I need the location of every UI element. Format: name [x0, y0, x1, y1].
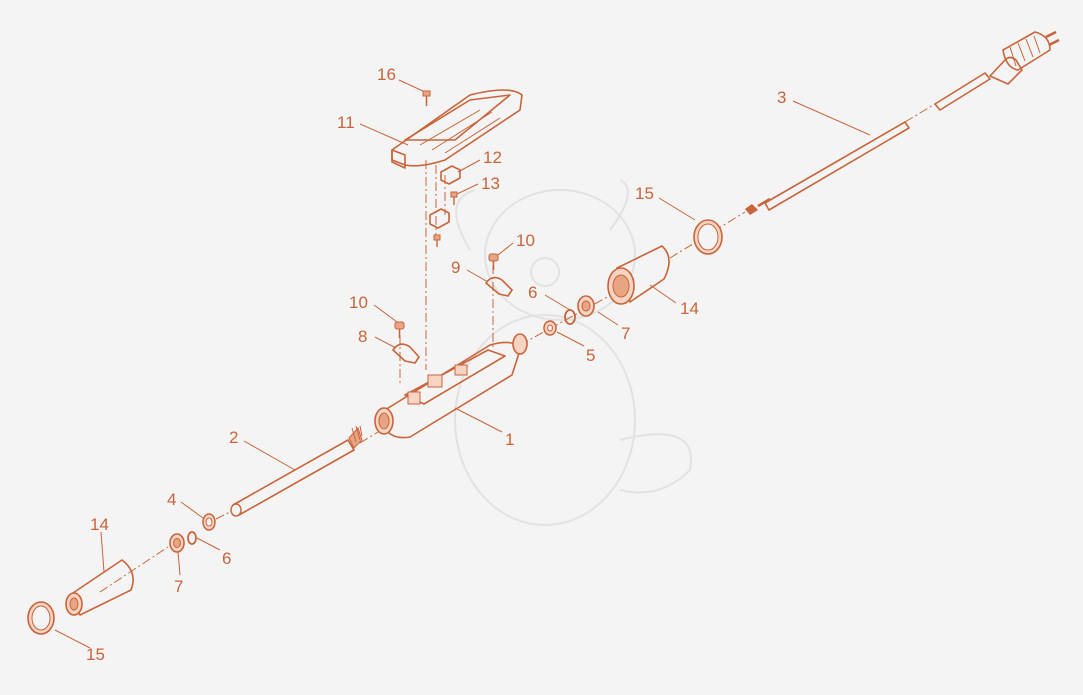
part-10-screw-lower [394, 321, 405, 338]
callout-2: 2 [229, 428, 238, 447]
part-11-top-cover [391, 89, 523, 169]
part-10-screw-upper [488, 253, 499, 270]
callout-16: 16 [377, 65, 396, 84]
part-8-clamp [392, 343, 420, 364]
callout-15-right: 15 [635, 184, 654, 203]
callout-4: 4 [167, 490, 176, 509]
callout-8: 8 [358, 327, 367, 346]
part-4-washer-left [202, 513, 216, 531]
part-14-strain-relief-left [65, 559, 134, 616]
callout-11: 11 [337, 113, 355, 132]
part-13-screw-lower [433, 234, 441, 247]
part-16-screw [422, 90, 431, 106]
leader-lines [54, 79, 871, 649]
part-15-cap-ring-left [27, 601, 55, 635]
callout-7-right: 7 [621, 324, 630, 343]
callout-labels: 16 11 12 13 10 9 10 8 6 7 5 15 14 3 1 2 … [86, 65, 786, 664]
callout-14-right: 14 [680, 299, 699, 318]
part-7-nut-left [169, 533, 185, 553]
callout-6-left: 6 [222, 549, 231, 568]
part-12-clip [440, 165, 461, 185]
center-lines [99, 103, 936, 593]
part-12-clip-lower [429, 208, 450, 229]
watermark-mascot [454, 179, 693, 526]
callout-13: 13 [481, 174, 500, 193]
part-15-cap-ring-right [693, 219, 723, 255]
callout-6-right: 6 [528, 283, 537, 302]
part-1-main-body [374, 333, 528, 439]
callout-10-upper: 10 [516, 231, 535, 250]
callout-5: 5 [586, 346, 595, 365]
callout-12: 12 [483, 148, 502, 167]
part-13-screw [450, 191, 458, 205]
part-2-cable-left [230, 425, 363, 517]
callout-14-left: 14 [90, 515, 109, 534]
part-14-strain-relief-right [607, 245, 670, 305]
part-6-ring-right [564, 309, 576, 325]
callout-1: 1 [505, 430, 514, 449]
callout-9: 9 [451, 258, 460, 277]
callout-3: 3 [777, 88, 786, 107]
part-9-clamp [485, 276, 513, 297]
callout-15-left: 15 [86, 645, 105, 664]
callout-7-left: 7 [174, 577, 183, 596]
part-7-nut-right [577, 295, 595, 317]
part-6-ring-left [187, 531, 197, 545]
callout-10-lower: 10 [349, 293, 368, 312]
part-3-cable-plug [745, 30, 1060, 215]
part-5-washer [543, 320, 557, 336]
